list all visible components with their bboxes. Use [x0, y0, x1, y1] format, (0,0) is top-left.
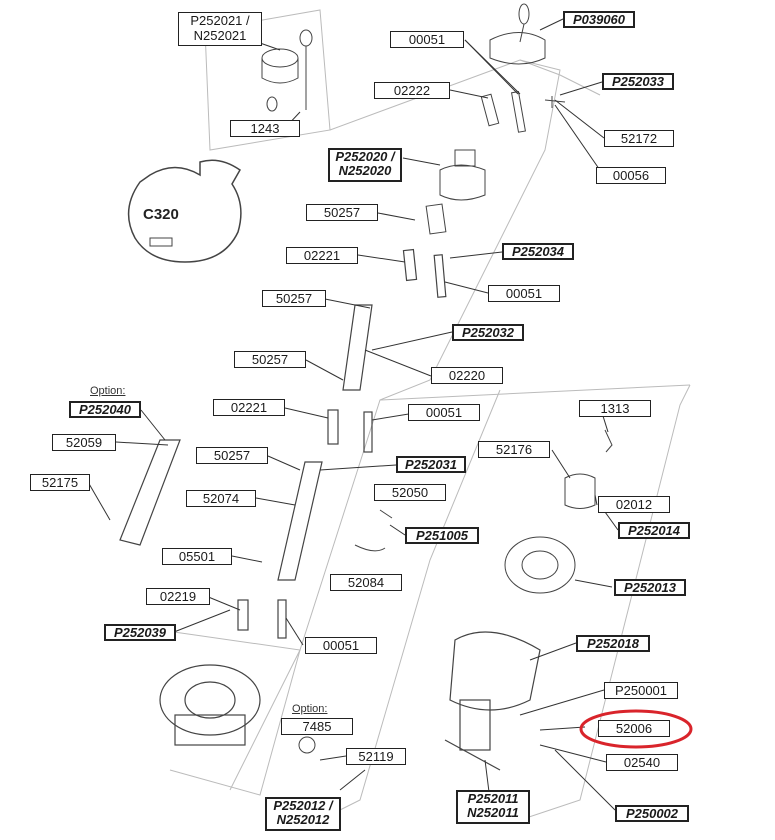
option-text-7485: Option:	[292, 703, 328, 715]
label-02219: 02219	[146, 588, 210, 605]
label-52119: 52119	[346, 748, 406, 765]
pin-02222-icon	[480, 93, 500, 127]
spool-p252013-icon	[504, 536, 576, 594]
option-text-p252040: Option:	[90, 385, 126, 397]
label-00051-a: 00051	[390, 31, 464, 48]
label-1313: 1313	[579, 400, 651, 417]
c320-slot	[149, 237, 173, 247]
spool-p252012-icon	[159, 664, 261, 746]
tube-p252032-icon	[342, 304, 373, 391]
label-50257-b: 50257	[262, 290, 326, 307]
c320-label: C320	[143, 206, 179, 223]
label-00056: 00056	[596, 167, 666, 184]
label-p252032: P252032	[452, 324, 524, 341]
base-frame	[379, 384, 691, 401]
tube-p252040-icon	[119, 439, 181, 546]
part-7485-icon	[298, 736, 316, 754]
label-52175: 52175	[30, 474, 90, 491]
part-p251005-icon	[354, 509, 393, 552]
pin-00051c-icon	[363, 411, 373, 453]
pin-52172-icon	[544, 96, 566, 108]
label-p252011: P252011 N252011	[456, 790, 530, 824]
pin-00051b-icon	[433, 254, 447, 298]
label-p251005: P251005	[405, 527, 479, 544]
base-p252018-icon	[444, 631, 541, 771]
label-1243: 1243	[230, 120, 300, 137]
label-p252013: P252013	[614, 579, 686, 596]
label-00051-b: 00051	[488, 285, 560, 302]
label-02221-b: 02221	[213, 399, 285, 416]
part-p252014-icon	[564, 473, 596, 509]
pin-00051-icon	[510, 91, 526, 133]
c320-clip-outline	[127, 159, 242, 263]
label-52084: 52084	[330, 574, 402, 591]
label-p252020: P252020 / N252020	[328, 148, 402, 182]
label-02540: 02540	[606, 754, 678, 771]
label-p039060: P039060	[563, 11, 635, 28]
label-52176: 52176	[478, 441, 550, 458]
label-52050: 52050	[374, 484, 446, 501]
label-02221-a: 02221	[286, 247, 358, 264]
label-02220: 02220	[431, 367, 503, 384]
label-52059: 52059	[52, 434, 116, 451]
label-52074: 52074	[186, 490, 256, 507]
label-p252021: P252021 / N252021	[178, 12, 262, 46]
label-05501: 05501	[162, 548, 232, 565]
pin-02221-icon	[402, 248, 418, 282]
label-p252033: P252033	[602, 73, 674, 90]
tube-p252031-icon	[277, 461, 323, 581]
label-p252034: P252034	[502, 243, 574, 260]
label-50257-a: 50257	[306, 204, 378, 221]
pin-02221b-icon	[327, 409, 339, 445]
label-7485: 7485	[281, 718, 353, 735]
label-02012: 02012	[598, 496, 670, 513]
part-p252020-icon	[425, 149, 486, 235]
pin-02219-icon	[237, 599, 249, 631]
label-p250001: P250001	[604, 682, 678, 699]
highlight-ellipse	[579, 709, 693, 749]
label-p250002: P250002	[615, 805, 689, 822]
label-p252012: P252012 / N252012	[265, 797, 341, 831]
label-00051-c: 00051	[408, 404, 480, 421]
label-p252031: P252031	[396, 456, 466, 473]
label-p252040: P252040	[69, 401, 141, 418]
pin-00051d-icon	[277, 599, 287, 639]
label-02222: 02222	[374, 82, 450, 99]
part-p252021-icon	[261, 29, 313, 112]
part-1313-icon	[604, 429, 613, 453]
label-52172: 52172	[604, 130, 674, 147]
label-00051-d: 00051	[305, 637, 377, 654]
label-50257-d: 50257	[196, 447, 268, 464]
column-frame	[229, 59, 561, 791]
label-p252018: P252018	[576, 635, 650, 652]
label-50257-c: 50257	[234, 351, 306, 368]
label-p252014: P252014	[618, 522, 690, 539]
label-52006: 52006	[598, 720, 670, 737]
label-p252039: P252039	[104, 624, 176, 641]
part-p039060-icon	[489, 3, 546, 65]
